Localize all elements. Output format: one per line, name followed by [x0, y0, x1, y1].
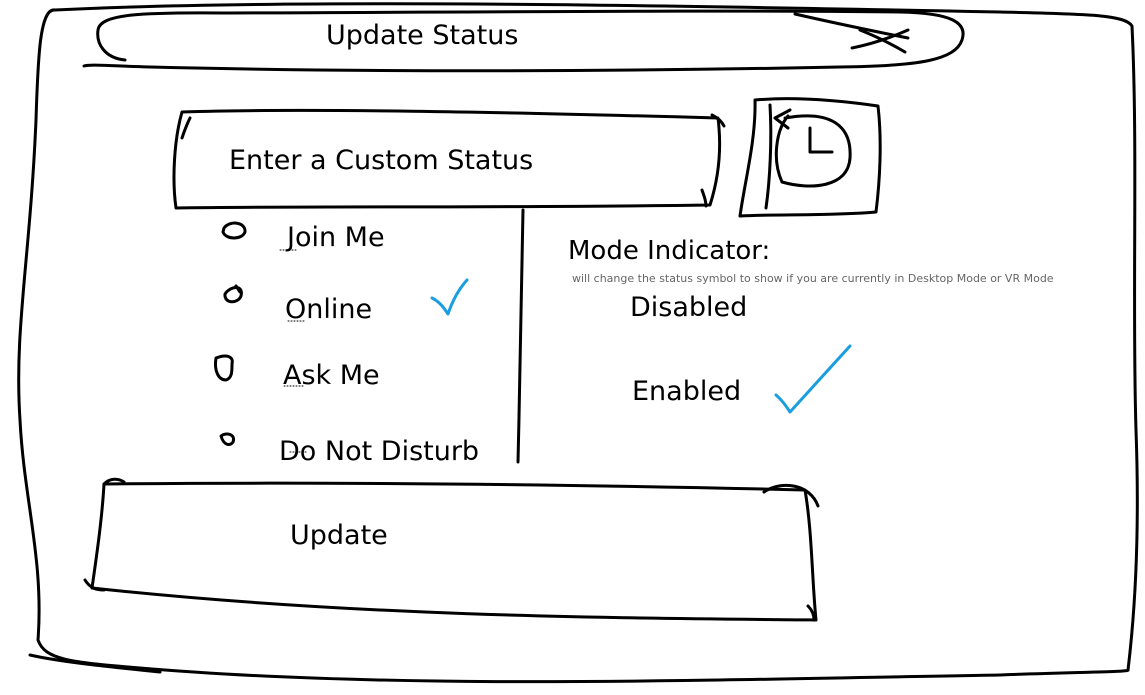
dialog-title: Update Status	[326, 20, 519, 51]
mode-option-label: Enabled	[632, 376, 742, 407]
status-option-label: Join Me	[287, 222, 385, 253]
status-option-ask-me[interactable]: Ask Me	[205, 350, 505, 406]
status-option-do-not-disturb[interactable]: Do Not Disturb	[205, 426, 505, 482]
status-option-join-me[interactable]: Join Me	[205, 212, 505, 268]
status-option-label: Do Not Disturb	[279, 436, 480, 467]
status-option-label: Ask Me	[283, 360, 380, 391]
mode-indicator-title: Mode Indicator:	[568, 236, 771, 266]
status-option-online[interactable]: Online	[205, 284, 505, 340]
column-divider	[516, 208, 525, 464]
mode-option-disabled[interactable]: Disabled	[630, 284, 890, 334]
history-button[interactable]	[748, 98, 880, 216]
mode-indicator-description: will change the status symbol to show if…	[572, 272, 1054, 285]
mode-option-enabled[interactable]: Enabled	[632, 368, 892, 418]
custom-status-input[interactable]	[175, 112, 720, 208]
status-option-label: Online	[285, 294, 373, 325]
update-button-label: Update	[290, 520, 388, 551]
close-button[interactable]	[848, 18, 918, 60]
title-bar	[98, 8, 963, 70]
update-button[interactable]: Update	[90, 485, 814, 620]
mode-option-label: Disabled	[630, 292, 748, 323]
